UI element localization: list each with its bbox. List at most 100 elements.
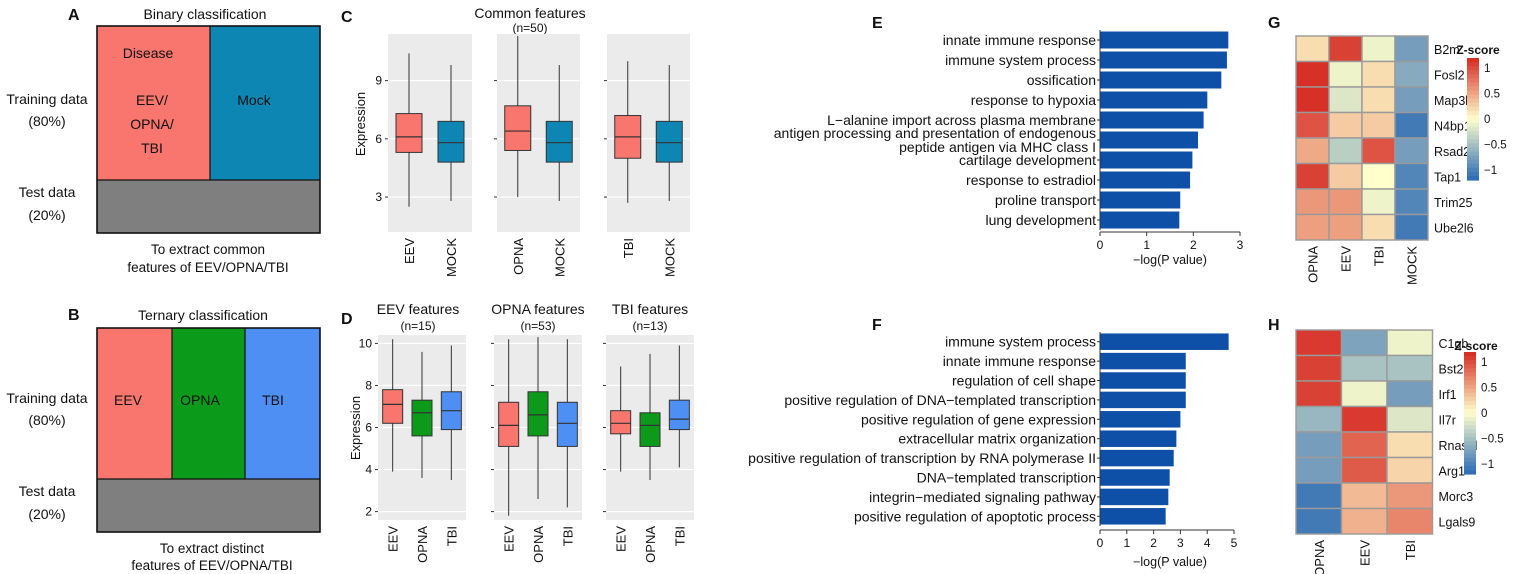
heatmap-column-label: OPNA xyxy=(1312,540,1327,574)
bar-category-label: positive regulation of transcription by … xyxy=(748,450,1096,466)
bar-category-label: response to estradiol xyxy=(966,172,1096,188)
y-tick-label: 9 xyxy=(375,74,382,88)
bar xyxy=(1100,131,1198,149)
heatmap-cell xyxy=(1295,213,1330,241)
legend-gradient-segment xyxy=(1467,175,1479,181)
heatmap-cell xyxy=(1340,405,1388,433)
legend-gradient-segment xyxy=(1464,384,1476,390)
disease-tbi-label: TBI xyxy=(141,140,163,156)
heatmap-cell xyxy=(1361,188,1396,216)
heatmap-cell xyxy=(1295,111,1330,139)
legend-gradient-segment xyxy=(1467,102,1479,108)
heatmap-cell xyxy=(1295,162,1330,190)
panel-letter-c: C xyxy=(341,9,353,26)
legend-gradient-segment xyxy=(1464,437,1476,443)
heatmap-cell xyxy=(1295,354,1343,382)
x-tick-label: 2 xyxy=(1190,238,1197,252)
bar-category-label: lung development xyxy=(985,212,1096,228)
heatmap-row-label: Il7r xyxy=(1439,413,1456,427)
x-tick-label: EEV xyxy=(614,526,629,552)
heatmap-cell xyxy=(1340,431,1388,459)
heatmap-column-label: TBI xyxy=(1403,540,1418,560)
legend-gradient-segment xyxy=(1467,131,1479,136)
bar xyxy=(1100,91,1208,109)
panel-d3-subtitle: (n=13) xyxy=(632,319,667,333)
legend-tick-label: −0.5 xyxy=(1481,433,1504,445)
tbi-block xyxy=(245,328,320,479)
panel-h-legend-title: Z-score xyxy=(1454,339,1498,353)
x-tick-label: MOCK xyxy=(552,238,567,277)
legend-gradient-segment xyxy=(1467,78,1479,83)
box-opna xyxy=(411,399,433,437)
test-pct-b: (20%) xyxy=(28,506,65,522)
legend-gradient-segment xyxy=(1464,449,1476,455)
legend-gradient-segment xyxy=(1464,465,1476,471)
panel-a: A Binary classification Disease EEV/ OPN… xyxy=(6,6,321,275)
legend-gradient-segment xyxy=(1464,352,1476,357)
x-tick-label: 1 xyxy=(1143,238,1150,252)
x-tick-label: EEV xyxy=(402,238,417,264)
panel-letter-b: B xyxy=(68,307,80,324)
heatmap-column-label: EEV xyxy=(1339,246,1354,272)
x-tick-label: 5 xyxy=(1231,536,1238,550)
x-tick-label: EEV xyxy=(502,526,517,552)
legend-gradient-segment xyxy=(1464,425,1476,430)
x-tick-label: 0 xyxy=(1097,238,1104,252)
panel-a-title: Binary classification xyxy=(144,6,267,22)
disease-label: Disease xyxy=(123,45,174,61)
heatmap-cell xyxy=(1340,507,1388,535)
heatmap-row-label: Irf1 xyxy=(1439,388,1457,402)
legend-gradient-segment xyxy=(1464,388,1476,394)
bar xyxy=(1100,51,1227,69)
box-mock xyxy=(437,120,465,163)
box-mock xyxy=(655,120,683,163)
heatmap-cell xyxy=(1386,507,1434,535)
bar-category-label: immune system process xyxy=(945,334,1096,350)
legend-gradient-segment xyxy=(1464,445,1476,451)
legend-gradient-segment xyxy=(1467,106,1479,112)
bar-category-label: extracellular matrix organization xyxy=(898,431,1096,447)
heatmap-row-label: Morc3 xyxy=(1439,490,1474,504)
y-tick-label: 8 xyxy=(365,378,372,392)
x-tick-label: 4 xyxy=(1204,536,1211,550)
heatmap-cell xyxy=(1394,35,1429,63)
heatmap-cell xyxy=(1328,60,1363,88)
bar xyxy=(1100,449,1174,467)
bar-category-label: positive regulation of apoptotic process xyxy=(854,508,1096,524)
disease-block xyxy=(97,26,210,180)
bar-category-label: innate immune response xyxy=(943,32,1097,48)
legend-gradient-segment xyxy=(1467,82,1479,88)
heatmap-cell xyxy=(1361,213,1396,241)
disease-eev-label: EEV/ xyxy=(136,92,168,108)
bar xyxy=(1100,488,1169,506)
bar xyxy=(1100,469,1170,486)
legend-gradient-segment xyxy=(1467,171,1479,177)
opna-block xyxy=(172,328,245,479)
box-eev xyxy=(498,401,520,447)
legend-tick-label: 0.5 xyxy=(1481,383,1497,395)
bar-category-label: ossification xyxy=(1027,72,1096,88)
x-tick-label: OPNA xyxy=(415,526,430,563)
legend-gradient-segment xyxy=(1467,86,1479,92)
heatmap-cell xyxy=(1295,482,1343,510)
eev-block xyxy=(97,328,172,479)
legend-gradient-segment xyxy=(1467,147,1479,153)
legend-gradient-segment xyxy=(1464,453,1476,459)
legend-gradient-segment xyxy=(1464,376,1476,382)
bar xyxy=(1100,411,1181,428)
bar xyxy=(1100,430,1177,447)
heatmap-cell xyxy=(1386,456,1434,484)
legend-gradient-segment xyxy=(1464,469,1476,475)
heatmap-cell xyxy=(1295,329,1343,357)
heatmap-cell xyxy=(1394,188,1429,216)
box-eev xyxy=(395,113,423,153)
x-tick-label: TBI xyxy=(444,526,459,546)
panel-d1-subtitle: (n=15) xyxy=(400,319,435,333)
heatmap-column-label: TBI xyxy=(1372,246,1387,266)
heatmap-row-label: Lgals9 xyxy=(1439,515,1476,529)
train-label-a: Training data xyxy=(6,91,87,107)
panel-letter-g: G xyxy=(1268,15,1280,32)
heatmap-cell xyxy=(1328,188,1363,216)
